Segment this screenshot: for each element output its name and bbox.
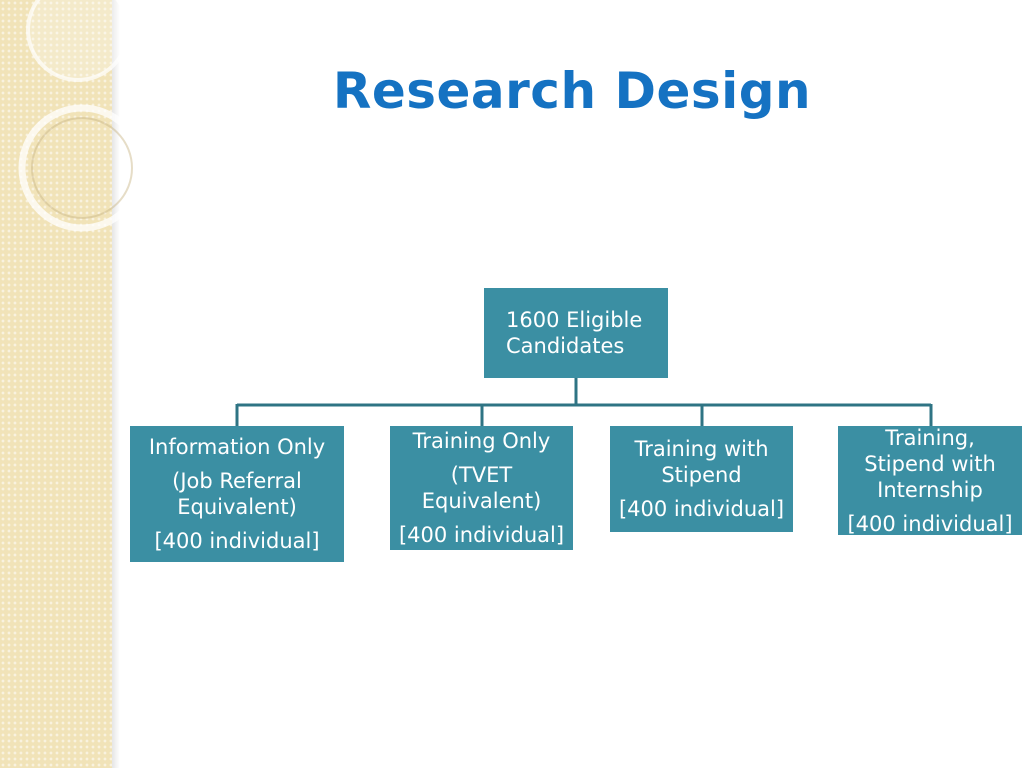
branch-node-count: [400 individual] <box>618 497 785 521</box>
branch-node-count: [400 individual] <box>154 529 320 553</box>
branch-node-name: Training with Stipend <box>634 437 769 487</box>
deco-ring-large <box>18 104 140 232</box>
branch-node-training-with-stipend: Training with Stipend [400 individual] <box>610 426 793 532</box>
branch-node-training-only: Training Only (TVET Equivalent) [400 ind… <box>390 426 573 550</box>
root-node-line1: 1600 Eligible <box>506 308 643 332</box>
decorative-circles <box>18 0 140 232</box>
branch-node-count: [400 individual] <box>398 523 565 547</box>
branch-node-count: [400 individual] <box>847 511 1013 536</box>
side-panel-shadow <box>112 0 120 768</box>
branch-node-name: Training Only <box>412 429 551 453</box>
deco-ring-inner <box>31 117 133 219</box>
branch-node-name: Information Only <box>148 435 326 459</box>
branch-node-training-stipend-internship: Training, Stipend with Internship [400 i… <box>838 425 1022 536</box>
deco-circle-top <box>26 0 130 82</box>
branch-node-detail: (Job Referral Equivalent) <box>172 469 302 519</box>
root-node-eligible-candidates: 1600 Eligible Candidates <box>484 288 668 378</box>
slide-title: Research Design <box>332 62 812 120</box>
branch-node-name: Training, Stipend with Internship <box>864 425 996 502</box>
branch-node-detail: (TVET Equivalent) <box>421 463 542 513</box>
branch-node-information-only: Information Only (Job Referral Equivalen… <box>130 426 344 562</box>
root-node-line2: Candidates <box>506 334 625 358</box>
decorative-side-panel <box>0 0 112 768</box>
